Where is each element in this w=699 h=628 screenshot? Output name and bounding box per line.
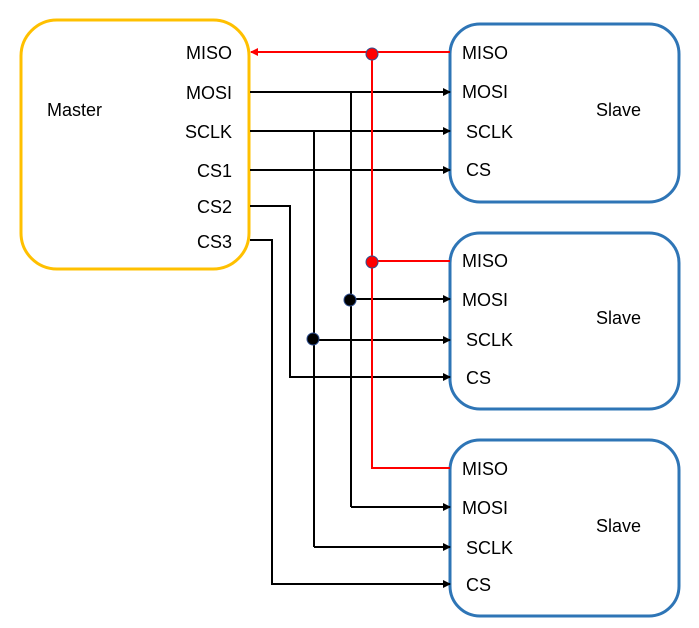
junction-mosi-slave-2 (343, 293, 357, 307)
slave-3-block: Slave MISO MOSI SCLK CS (448, 438, 681, 618)
slave-1-pin-miso: MISO (462, 43, 508, 63)
master-pin-cs2: CS2 (197, 197, 232, 217)
master-label: Master (47, 100, 102, 120)
wire-miso-bus (371, 52, 450, 469)
slave-3-pin-mosi: MOSI (462, 498, 508, 518)
master-pin-miso: MISO (186, 43, 232, 63)
slave-2-pin-miso: MISO (462, 251, 508, 271)
black-wires (250, 88, 451, 588)
slave-2-box (448, 231, 681, 411)
slave-2-block: Slave MISO MOSI SCLK CS (448, 231, 681, 411)
slave-1-pin-mosi: MOSI (462, 82, 508, 102)
slave-1-label: Slave (596, 100, 641, 120)
master-pin-sclk: SCLK (185, 122, 232, 142)
wire-cs2 (250, 205, 451, 381)
slave-1-block: Slave MISO MOSI SCLK CS (448, 22, 681, 204)
slave-3-box (448, 438, 681, 618)
slave-1-pin-sclk: SCLK (466, 122, 513, 142)
slave-2-pin-cs: CS (466, 368, 491, 388)
junction-sclk-slave-2 (306, 332, 320, 346)
slave-2-pin-sclk: SCLK (466, 330, 513, 350)
junctions (306, 47, 379, 346)
junction-miso-slave-2 (365, 255, 379, 269)
miso-wires (250, 48, 450, 469)
slave-3-pin-cs: CS (466, 575, 491, 595)
slave-1-box (448, 22, 681, 204)
slave-3-label: Slave (596, 516, 641, 536)
wire-cs3 (250, 239, 451, 588)
slave-2-pin-mosi: MOSI (462, 290, 508, 310)
master-box (19, 18, 251, 271)
master-block: Master MISO MOSI SCLK CS1 CS2 CS3 (19, 18, 251, 271)
junction-miso-top (365, 47, 379, 61)
slave-3-pin-sclk: SCLK (466, 538, 513, 558)
slave-3-pin-miso: MISO (462, 459, 508, 479)
slave-1-pin-cs: CS (466, 160, 491, 180)
master-pin-cs3: CS3 (197, 232, 232, 252)
master-pin-cs1: CS1 (197, 161, 232, 181)
slave-2-label: Slave (596, 308, 641, 328)
master-pin-mosi: MOSI (186, 83, 232, 103)
